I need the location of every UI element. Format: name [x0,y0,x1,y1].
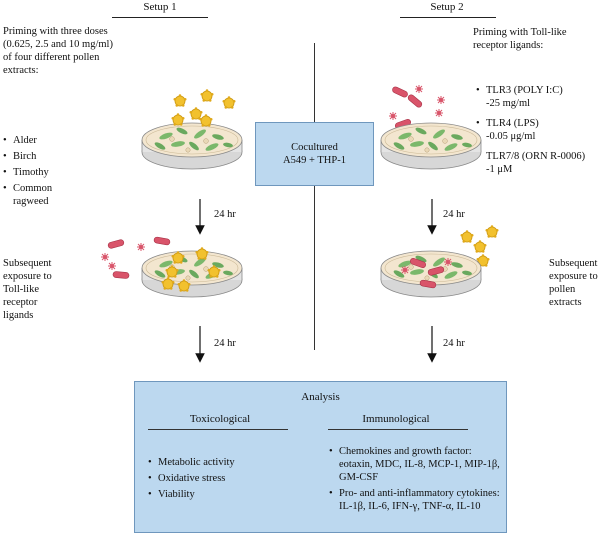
left-subsequent-text: Subsequent exposure to Toll-like recepto… [3,258,52,321]
ligand-dose: -25 mg/ml [486,98,531,109]
ligand-dose: -0.05 μg/ml [486,131,536,142]
right-subsequent-text: Subsequent exposure to pollen extracts [549,258,598,308]
coculture-line1: Cocultured [291,142,338,153]
right-arrow1-label: 24 hr [443,209,465,220]
ligand-item: TLR4 (LPS) -0.05 μg/ml [476,117,598,143]
pollen-list: Alder Birch Timothy Common ragweed [3,134,83,208]
setup2-underline [400,17,496,18]
petri-dish [381,123,481,169]
toxicological-heading: Toxicological [189,413,251,425]
pollen-item: Common ragweed [3,182,68,208]
petri-dish [142,123,242,169]
immunological-item: Chemokines and growth factor: eotaxin, M… [329,445,501,484]
toxicological-item: Viability [148,488,298,501]
immunological-list: Chemokines and growth factor: eotaxin, M… [329,445,501,513]
left-arrow1-label: 24 hr [214,209,236,220]
immunological-item: Pro- and anti-inflammatory cytokines: IL… [329,487,501,513]
setup1-underline [112,17,208,18]
setup1-label: Setup 1 [143,1,177,13]
toxicological-underline [148,429,288,430]
left-priming-text: Priming with three doses (0.625, 2.5 and… [3,26,113,76]
setup2-label: Setup 2 [430,1,464,13]
ligand-name: TLR4 (LPS) [486,118,539,129]
immunological-heading: Immunological [362,413,430,425]
immunological-underline [328,429,468,430]
toxicological-item: Metabolic activity [148,456,298,469]
analysis-title: Analysis [301,391,340,403]
coculture-box: Cocultured A549 + THP-1 [255,122,374,186]
ligand-name: TLR7/8 (ORN R-0006) [486,151,586,162]
petri-dish [142,251,242,297]
coculture-line2: A549 + THP-1 [283,155,346,166]
setup-divider [314,43,315,350]
pollen-particles-top-left [173,88,236,121]
left-arrow2-label: 24 hr [214,338,236,349]
toxicological-item: Oxidative stress [148,472,298,485]
pollen-item: Alder [3,134,83,147]
pollen-item: Timothy [3,166,83,179]
right-priming-text: Priming with Toll-like receptor ligands: [473,27,567,51]
analysis-box: Analysis Toxicological Metabolic activit… [134,381,507,533]
right-arrow2-label: 24 hr [443,338,465,349]
ligand-item: TLR3 (POLY I:C) -25 mg/ml [476,84,598,110]
ligand-name: TLR3 (POLY I:C) [486,85,563,96]
pollen-item: Birch [3,150,83,163]
toxicological-list: Metabolic activity Oxidative stress Viab… [148,456,298,501]
ligand-dose: -1 μM [486,164,513,175]
